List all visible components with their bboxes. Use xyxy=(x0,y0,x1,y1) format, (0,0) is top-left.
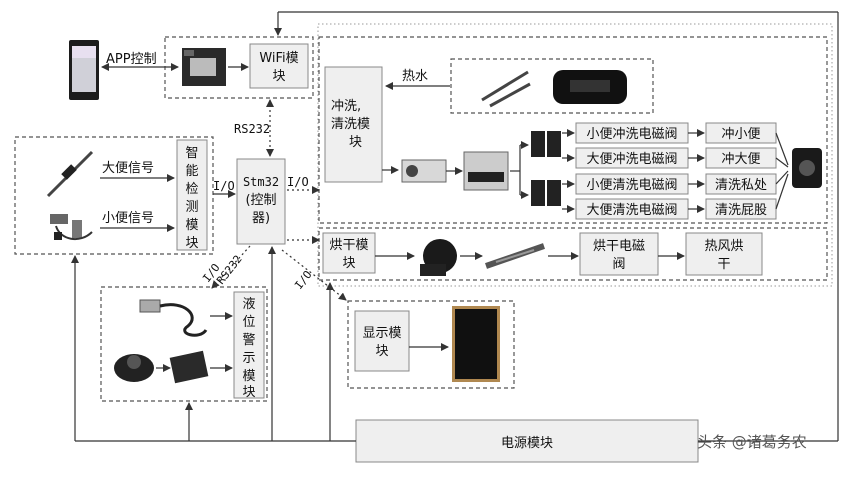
display-line2: 块 xyxy=(375,344,388,359)
small-sensor-image xyxy=(50,214,93,241)
air-heater-image xyxy=(485,243,545,269)
blower-image xyxy=(420,239,457,276)
display-line1: 显示模 xyxy=(362,326,401,341)
stm32-line2: (控制 xyxy=(245,193,276,208)
small-signal-label: 小便信号 xyxy=(102,211,154,226)
io-left-label: I/O xyxy=(213,179,235,193)
wifi-label-line2: 块 xyxy=(272,69,285,84)
watermark-text: 头条 @诸葛务农 xyxy=(697,433,807,451)
dry-line1: 烘干模 xyxy=(329,238,368,253)
wash-group-frame xyxy=(318,36,828,224)
stm32-line3: 器) xyxy=(252,211,270,226)
detect-char-2: 能 xyxy=(185,164,198,179)
dry-module-box xyxy=(322,232,376,274)
dry-valve-line2: 阀 xyxy=(612,257,625,272)
actuator-outer-frame xyxy=(317,23,833,287)
pump-image xyxy=(401,159,447,183)
dry-valve-box xyxy=(579,232,659,276)
output-label-1: 冲小便 xyxy=(721,127,760,142)
valve-label-4: 大便清洗电磁阀 xyxy=(586,203,677,218)
power-label: 电源模块 xyxy=(501,436,553,451)
hot-air-line2: 干 xyxy=(717,257,730,272)
detect-char-5: 模 xyxy=(185,218,198,233)
level-char-3: 警 xyxy=(242,332,255,348)
wifi-chip-image xyxy=(182,48,226,86)
wash-line1: 冲洗, xyxy=(331,99,361,114)
level-module-box xyxy=(233,291,265,399)
thermostat-image xyxy=(553,70,627,104)
detect-module-box xyxy=(176,139,208,251)
output-label-2: 冲大便 xyxy=(721,152,760,167)
driver-board-image xyxy=(169,350,209,384)
big-signal-label: 大便信号 xyxy=(102,161,154,176)
stm32-box xyxy=(236,158,286,245)
app-control-label: APP控制 xyxy=(106,52,157,67)
level-char-1: 液 xyxy=(242,297,255,312)
wash-module-box xyxy=(324,66,383,183)
solenoid-pair-top xyxy=(531,131,561,157)
hot-water-label: 热水 xyxy=(402,69,428,84)
dry-valve-line1: 烘干电磁 xyxy=(593,239,645,254)
buzzer-image xyxy=(114,354,154,382)
io-right-label: I/O xyxy=(287,175,309,189)
merge-line-3 xyxy=(775,170,789,185)
stm32-line1: Stm32 xyxy=(243,175,279,189)
detect-char-4: 测 xyxy=(185,200,198,215)
level-char-4: 示 xyxy=(242,351,255,366)
big-sensor-image xyxy=(46,150,94,198)
level-char-5: 模 xyxy=(242,369,255,384)
wash-line3: 块 xyxy=(349,135,362,150)
display-module-box xyxy=(354,310,410,372)
detect-char-6: 块 xyxy=(185,236,198,251)
dry-group-frame xyxy=(318,227,828,281)
stm-to-display-link xyxy=(281,249,347,301)
phone-image xyxy=(69,40,99,100)
output-label-3: 清洗私处 xyxy=(715,178,767,193)
wash-line2: 清洗模 xyxy=(331,117,370,132)
io-display-label: I/O xyxy=(292,268,314,292)
hot-air-box xyxy=(685,232,763,276)
hot-water-group-frame xyxy=(450,58,654,114)
flowmeter-image xyxy=(463,151,509,191)
wifi-label-line1: WiFi模 xyxy=(259,51,298,66)
dry-line2: 块 xyxy=(342,256,355,271)
detect-char-1: 智 xyxy=(185,146,198,161)
valve-label-1: 小便冲洗电磁阀 xyxy=(586,127,677,142)
output-label-4: 清洗屁股 xyxy=(715,203,767,218)
lcd-screen-image xyxy=(452,306,500,382)
heater-image xyxy=(481,70,531,108)
display-group-frame xyxy=(347,300,515,389)
merge-line-2 xyxy=(775,157,789,168)
merge-line-4 xyxy=(775,173,789,210)
detect-group-frame xyxy=(14,136,214,255)
level-char-6: 块 xyxy=(242,385,255,400)
rs232-top-label: RS232 xyxy=(234,122,270,136)
wifi-module-box xyxy=(249,43,309,89)
nozzle-motor-image xyxy=(792,148,822,188)
solenoid-pair-bottom xyxy=(531,180,561,206)
valve-label-2: 大便冲洗电磁阀 xyxy=(586,152,677,167)
detect-char-3: 检 xyxy=(185,182,198,197)
merge-line-1 xyxy=(775,132,789,166)
hot-air-line1: 热风烘 xyxy=(704,239,743,254)
valve-label-3: 小便清洗电磁阀 xyxy=(586,178,677,193)
level-sensor-image xyxy=(139,299,208,337)
level-char-2: 位 xyxy=(242,315,255,330)
